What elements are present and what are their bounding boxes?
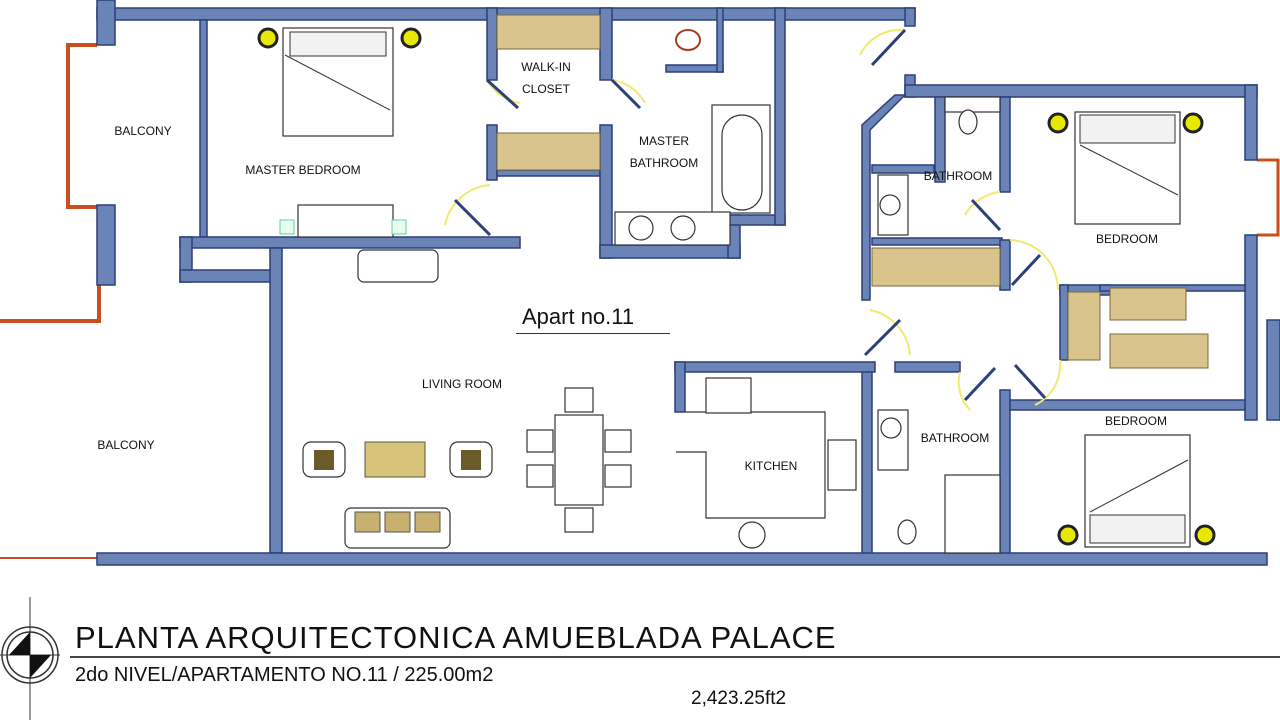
master-bed <box>257 27 422 137</box>
north-arrow-icon <box>0 597 60 720</box>
room-label-balcony-bottom: BALCONY <box>97 438 155 452</box>
doors <box>444 28 1062 411</box>
vanity <box>279 204 439 283</box>
kitchen-fixtures <box>676 377 857 549</box>
bed-upper <box>1047 111 1204 225</box>
room-label-kitchen: KITCHEN <box>744 459 798 473</box>
room-label-master-bedroom: MASTER BEDROOM <box>245 163 361 177</box>
closet-shelves <box>496 14 1209 369</box>
master-bath-fixtures <box>614 29 771 246</box>
apartment-label: Apart no.11 <box>522 304 635 329</box>
room-label-master-bathroom-1: MASTER <box>638 134 690 148</box>
room-label-balcony-top: BALCONY <box>114 124 172 138</box>
living-furniture <box>302 441 493 549</box>
apartment-label-underline <box>516 333 670 334</box>
room-label-bathroom-lower: BATHROOM <box>920 431 990 445</box>
bathroom-fixtures <box>877 96 1001 554</box>
room-label-living-room: LIVING ROOM <box>421 377 503 391</box>
plan-subtitle: 2do NIVEL/APARTAMENTO NO.11 / 225.00m2 <box>75 664 494 686</box>
plan-area-ft: 2,423.25ft2 <box>691 688 787 709</box>
title-divider <box>70 656 1280 658</box>
room-label-master-bathroom-2: BATHROOM <box>629 156 699 170</box>
room-label-walk-in-closet-1: WALK-IN <box>521 60 571 74</box>
walls <box>96 0 1280 566</box>
bed-lower <box>1057 434 1216 548</box>
room-label-bathroom-upper: BATHROOM <box>923 169 993 183</box>
dining-table <box>526 387 632 533</box>
room-label-walk-in-closet-2: CLOSET <box>521 82 571 96</box>
room-label-bedroom-upper: BEDROOM <box>1095 232 1159 246</box>
balcony-rail <box>0 43 1280 559</box>
room-label-bedroom-lower: BEDROOM <box>1104 414 1168 428</box>
plan-title: PLANTA ARQUITECTONICA AMUEBLADA PALACE <box>75 620 837 655</box>
